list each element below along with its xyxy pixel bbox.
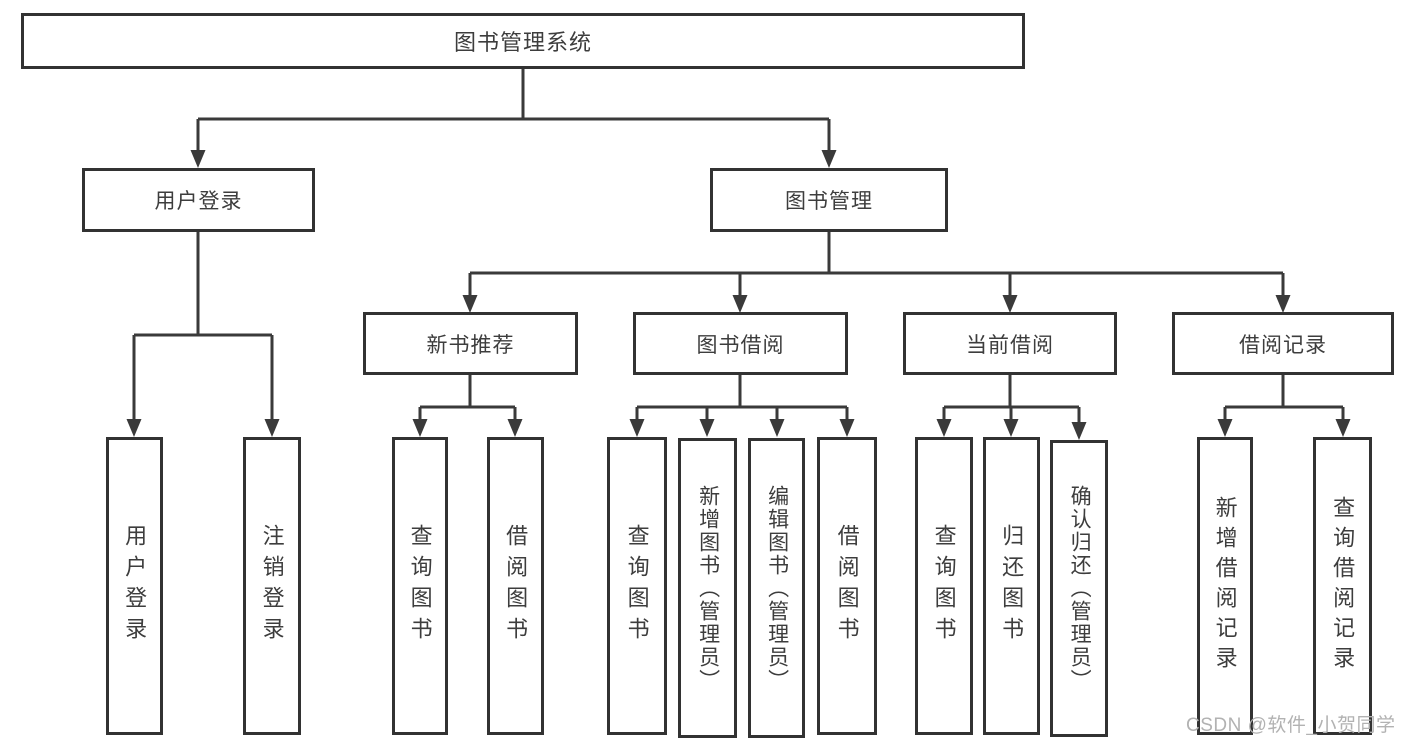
node-user-login: 用户登录	[82, 168, 315, 232]
node-book-borrow: 图书借阅	[633, 312, 848, 375]
node-label: 用户登录	[122, 524, 148, 648]
connector-book-borrow-to-leaves	[635, 375, 849, 419]
connector-borrow-records-to-leaves	[1223, 375, 1345, 419]
node-leaf-logout: 注销登录	[243, 437, 301, 735]
node-label: 图书借阅	[696, 333, 785, 357]
node-label: 查询借阅记录	[1330, 496, 1356, 676]
node-label: 查询图书	[407, 524, 433, 648]
arrow-icon	[264, 419, 280, 437]
node-label: 用户登录	[154, 190, 243, 213]
arrow-icon	[126, 419, 142, 437]
node-leaf-query-books-2: 查询图书	[607, 437, 667, 735]
arrowheads	[126, 150, 1351, 440]
arrow-icon	[1003, 419, 1019, 437]
arrow-icon	[936, 419, 952, 437]
node-label: 查询图书	[624, 524, 650, 648]
arrow-icon	[412, 419, 428, 437]
arrow-icon	[699, 419, 715, 437]
node-label: 借阅图书	[503, 524, 529, 648]
node-new-book-recommend: 新书推荐	[363, 312, 578, 375]
node-leaf-query-borrow-record: 查询借阅记录	[1313, 437, 1372, 735]
node-label: 图书管理系统	[453, 30, 592, 55]
arrow-icon	[190, 150, 206, 168]
arrow-icon	[1217, 419, 1233, 437]
arrow-icon	[462, 295, 478, 313]
node-leaf-query-books-1: 查询图书	[392, 437, 448, 735]
arrow-icon	[507, 419, 523, 437]
node-leaf-confirm-return-admin: 确认归还（管理员）	[1050, 440, 1108, 737]
node-leaf-edit-book-admin: 编辑图书（管理员）	[748, 438, 805, 738]
csdn-watermark: CSDN @软件_小贺同学	[1186, 715, 1396, 736]
node-leaf-borrow-books-1: 借阅图书	[487, 437, 544, 735]
arrow-icon	[629, 419, 645, 437]
node-borrow-records: 借阅记录	[1172, 312, 1394, 375]
connector-current-borrow-to-leaves	[942, 375, 1081, 422]
node-label: 编辑图书（管理员）	[765, 484, 789, 692]
node-label: 图书管理	[785, 190, 873, 213]
arrow-icon	[839, 419, 855, 437]
node-book-management: 图书管理	[710, 168, 948, 232]
node-current-borrow: 当前借阅	[903, 312, 1117, 375]
node-label: 新增借阅记录	[1212, 496, 1238, 676]
arrow-icon	[732, 295, 748, 313]
node-leaf-query-books-3: 查询图书	[915, 437, 973, 735]
node-label: 查询图书	[931, 524, 957, 648]
node-leaf-add-borrow-record: 新增借阅记录	[1197, 437, 1253, 735]
node-leaf-borrow-books-2: 借阅图书	[817, 437, 877, 735]
node-leaf-add-book-admin: 新增图书（管理员）	[678, 438, 737, 738]
node-label: 借阅记录	[1239, 333, 1327, 357]
node-label: 归还图书	[999, 524, 1025, 648]
connector-user-login-to-leaves	[132, 232, 274, 419]
node-label: 当前借阅	[966, 333, 1054, 357]
arrow-icon	[821, 150, 837, 168]
arrow-icon	[1275, 295, 1291, 313]
node-root-system: 图书管理系统	[21, 13, 1025, 69]
node-label: 新书推荐	[426, 333, 515, 357]
node-label: 确认归还（管理员）	[1068, 485, 1092, 692]
connector-book-mgmt-to-level3	[468, 232, 1285, 295]
connector-root-to-level2	[196, 69, 831, 150]
node-label: 新增图书（管理员）	[696, 484, 720, 692]
arrow-icon	[1002, 295, 1018, 313]
arrow-icon	[1071, 422, 1087, 440]
node-label: 借阅图书	[834, 524, 860, 648]
node-label: 注销登录	[259, 524, 285, 648]
arrow-icon	[769, 419, 785, 437]
arrow-icon	[1335, 419, 1351, 437]
node-leaf-user-login: 用户登录	[106, 437, 163, 735]
connector-new-book-rec-to-leaves	[418, 375, 517, 419]
node-leaf-return-book: 归还图书	[983, 437, 1040, 735]
